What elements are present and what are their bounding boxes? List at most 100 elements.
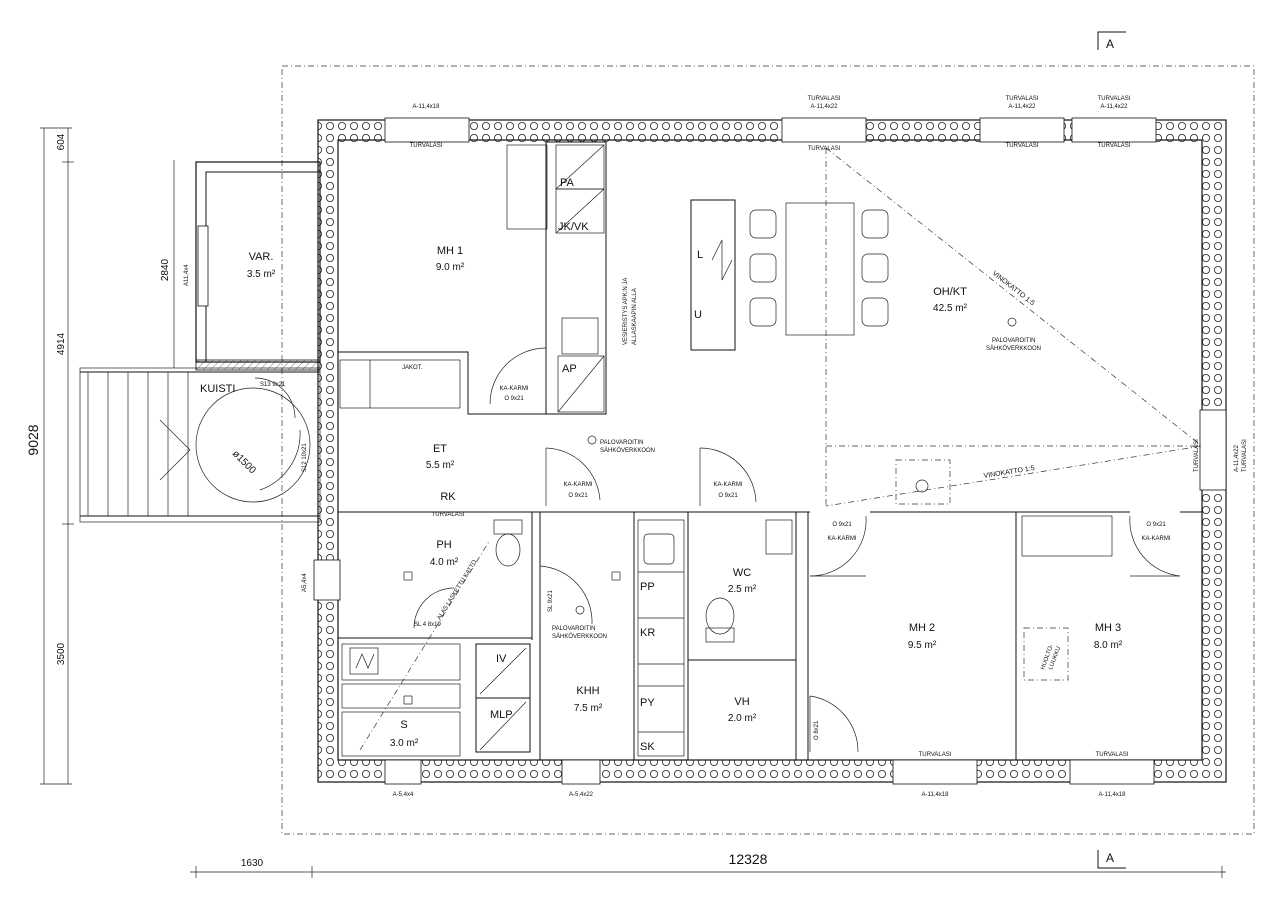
- room-ohkt-area: 42.5 m²: [933, 303, 968, 314]
- note-lowered-ceiling: ALAS LASKETTU KATTO: [437, 559, 479, 621]
- fixture-pa: PA: [560, 177, 575, 189]
- window-bot-1: A-5,4x4: [393, 792, 414, 798]
- room-khh-name: KHH: [576, 685, 599, 697]
- section-marks: A A: [1106, 37, 1114, 865]
- fixture-kr: KR: [640, 627, 655, 639]
- note-vesieristys-a: VESIERISTYS APK:N JA: [623, 278, 629, 345]
- room-wc-name: WC: [733, 567, 751, 579]
- dimension-labels: 12328 1630 9028 604 4914 3500 2840: [25, 133, 768, 869]
- fixture-iv: IV: [496, 653, 507, 665]
- fixture-py: PY: [640, 697, 655, 709]
- door-sl4: SL 4 8x19: [414, 622, 441, 628]
- door-o9x21-1: O 9x21: [504, 396, 524, 402]
- window-bot-3-glass: TURVALASI: [919, 752, 952, 758]
- room-mh3-name: MH 3: [1095, 622, 1121, 634]
- door-ka-karmi-5: KA-KARMI: [1141, 536, 1170, 542]
- door-s13: S13 9x21: [260, 382, 286, 388]
- window-rk: TURVALASI: [432, 512, 465, 518]
- room-s-name: S: [400, 719, 407, 731]
- fixture-mlp: MLP: [490, 709, 513, 721]
- window-labels: A-11,4x18 TURVALASI TURVALASI A-11,4x22 …: [184, 96, 1248, 798]
- room-mh2-name: MH 2: [909, 622, 935, 634]
- window-right-a: A-11,4x22: [1234, 444, 1240, 472]
- room-wc-area: 2.5 m²: [728, 584, 757, 595]
- room-mh2-area: 9.5 m²: [908, 640, 937, 651]
- dim-4914: 4914: [56, 332, 67, 355]
- roof-slope-lines: [359, 147, 1203, 751]
- dim-3500: 3500: [56, 642, 67, 665]
- room-mh1-area: 9.0 m²: [436, 262, 465, 273]
- dim-total-height: 9028: [25, 424, 41, 455]
- window-top-3-b: A-11,4x22: [1009, 104, 1037, 110]
- room-var-area: 3.5 m²: [247, 269, 276, 280]
- door-o9x21-5: O 9x21: [1146, 522, 1166, 528]
- fixture-sk: SK: [640, 741, 655, 753]
- storage-and-porch: [79, 161, 321, 523]
- note-diameter: ø1500: [230, 448, 258, 476]
- room-vh-area: 2.0 m²: [728, 713, 757, 724]
- door-ka-karmi-2: KA-KARMI: [563, 482, 592, 488]
- door-swings: [413, 347, 1181, 753]
- dimension-lines: [40, 31, 1226, 878]
- fixture-pp: PP: [640, 581, 655, 593]
- room-var-name: VAR.: [249, 251, 274, 263]
- window-top-4-b: A-11,4x22: [1101, 104, 1129, 110]
- note-vinokatto-lower: VINOKATTO 1:5: [983, 465, 1035, 480]
- smoke-detectors: [403, 317, 1017, 705]
- room-rk-name: RK: [440, 491, 456, 503]
- door-o9x21-3: O 9x21: [718, 493, 738, 499]
- note-palovaroitin-3b: SÄHKÖVERKKOON: [552, 633, 607, 640]
- note-palovaroitin-3a: PALOVAROITIN: [552, 626, 595, 632]
- room-s-area: 3.0 m²: [390, 738, 419, 749]
- windows: [313, 117, 1227, 785]
- fixture-l: L: [697, 249, 703, 261]
- roof-outline: [281, 65, 1255, 835]
- door-ka-karmi-3: KA-KARMI: [713, 482, 742, 488]
- window-top-2-c: TURVALASI: [808, 146, 841, 152]
- window-top-3-c: TURVALASI: [1006, 143, 1039, 149]
- window-bot-4: A-11,4x18: [1099, 792, 1127, 798]
- window-bot-3: A-11,4x18: [922, 792, 950, 798]
- window-bot-4-glass: TURVALASI: [1096, 752, 1129, 758]
- window-right-c: TURVALASI: [1194, 439, 1200, 472]
- window-top-4-c: TURVALASI: [1098, 143, 1131, 149]
- door-sl9x21: SL 9x21: [548, 590, 554, 612]
- fixture-jakot: JAKOT.: [402, 365, 423, 371]
- fixture-ap: AP: [562, 363, 577, 375]
- window-var: A11,4x4: [184, 264, 190, 286]
- room-ph-name: PH: [436, 539, 451, 551]
- dim-604: 604: [56, 133, 67, 150]
- room-labels: MH 1 9.0 m² VAR. 3.5 m² OH/KT 42.5 m² ET…: [200, 245, 1123, 749]
- note-palovaroitin-1a: PALOVAROITIN: [600, 440, 643, 446]
- room-et-area: 5.5 m²: [426, 460, 455, 471]
- door-o9x21-2: O 9x21: [568, 493, 588, 499]
- fixture-u: U: [694, 309, 702, 321]
- room-mh3-area: 8.0 m²: [1094, 640, 1123, 651]
- note-palovaroitin-2b: SÄHKÖVERKKOON: [986, 345, 1041, 352]
- room-ph-area: 4.0 m²: [430, 557, 459, 568]
- dim-porch-width: 1630: [241, 858, 264, 869]
- window-left-ph: A5,4x4: [302, 573, 308, 592]
- window-top-2-b: A-11,4x22: [811, 104, 839, 110]
- dim-total-width: 12328: [729, 851, 768, 867]
- door-s12: S12 10x21: [302, 443, 308, 472]
- door-o8x21: O 8x21: [814, 720, 820, 740]
- section-mark-top: A: [1106, 37, 1114, 51]
- window-top-1-glass: TURVALASI: [410, 143, 443, 149]
- note-palovaroitin-1b: SÄHKÖVERKKOON: [600, 447, 655, 454]
- room-khh-area: 7.5 m²: [574, 703, 603, 714]
- room-et-name: ET: [433, 443, 447, 455]
- fixture-labels: PA JK/VK AP L U PP KR PY SK IV MLP JAKOT…: [402, 177, 703, 753]
- note-vinokatto-upper: VINOKATTO 1:5: [991, 270, 1036, 307]
- window-top-3-a: TURVALASI: [1006, 96, 1039, 102]
- room-kuisti-name: KUISTI: [200, 383, 235, 395]
- fixture-jkvk: JK/VK: [558, 221, 589, 233]
- dim-2840: 2840: [160, 258, 171, 281]
- door-o9x21-4: O 9x21: [832, 522, 852, 528]
- exterior-walls: [317, 119, 1227, 783]
- window-top-1: A-11,4x18: [413, 104, 441, 110]
- room-ohkt-name: OH/KT: [933, 286, 967, 298]
- room-mh1-name: MH 1: [437, 245, 463, 257]
- door-ka-karmi-1: KA-KARMI: [499, 386, 528, 392]
